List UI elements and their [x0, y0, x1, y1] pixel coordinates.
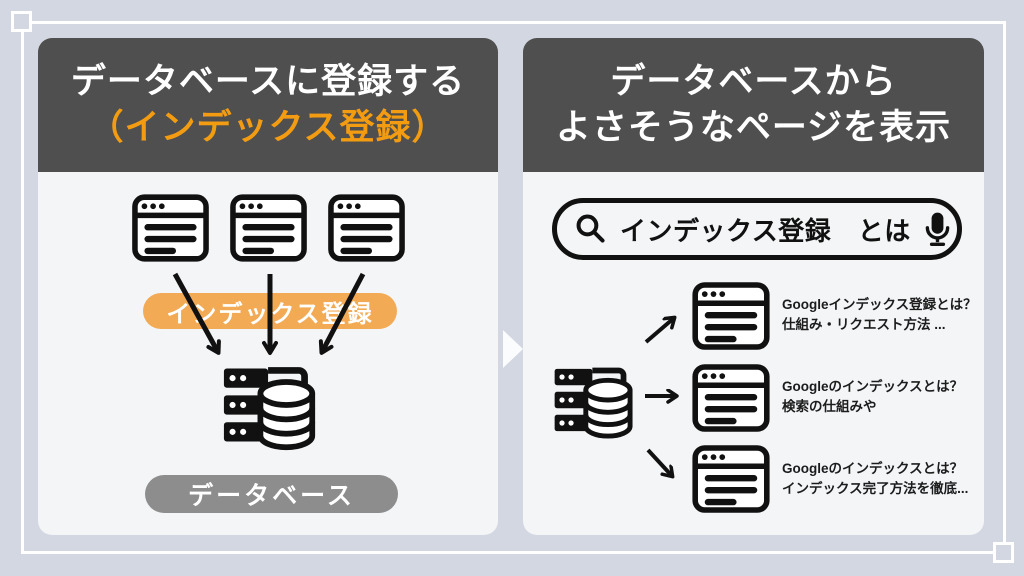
- result-2-line1: Googleのインデックスとは？: [782, 379, 964, 394]
- result-1-line2: 仕組み・リクエスト方法 ...: [782, 316, 946, 332]
- right-panel-title-line2: よさそうなページを表示: [555, 107, 952, 147]
- result-3-line1: Googleのインデックスとは？: [782, 461, 964, 476]
- result-1-line1: Googleインデックス登録とは？: [782, 297, 977, 312]
- left-panel-title-line1: データベースに登録する: [70, 62, 466, 101]
- microphone-icon: [925, 212, 950, 246]
- fan-out-arrows-icon: [644, 308, 693, 488]
- browser-window-icon: [688, 363, 774, 433]
- search-result-1-text: Googleインデックス登録とは？ 仕組み・リクエスト方法 ...: [782, 295, 980, 334]
- database-pill: データベース: [145, 475, 398, 513]
- browser-window-icon: [688, 281, 774, 351]
- database-server-icon: [222, 358, 318, 452]
- browser-window-icon: [131, 193, 210, 263]
- frame-corner-square-top-left: [11, 11, 32, 32]
- database-server-icon: [553, 360, 635, 440]
- left-panel-header: データベースに登録する （インデックス登録）: [38, 38, 498, 172]
- database-pill-label: データベース: [188, 482, 355, 510]
- right-triangle-icon: [503, 330, 523, 368]
- converging-down-arrows-icon: [172, 272, 366, 355]
- left-panel-title-line2: （インデックス登録）: [88, 107, 448, 147]
- left-panel-index-registration: データベースに登録する （インデックス登録） インデックス登録 データベース: [38, 38, 498, 535]
- browser-window-icon: [229, 193, 308, 263]
- browser-window-icon: [327, 193, 406, 263]
- result-3-line2: インデックス完了方法を徹底...: [782, 480, 969, 496]
- right-panel-search-results: データベースから よさそうなページを表示 インデックス登録 とは Googleイ…: [523, 38, 984, 535]
- search-icon: [576, 214, 605, 243]
- decorative-frame: [21, 21, 1006, 554]
- result-2-line2: 検索の仕組みや: [782, 398, 877, 414]
- right-panel-title-line1: データベースから: [610, 62, 897, 101]
- browser-window-icon: [688, 444, 774, 514]
- search-query-text: インデックス登録 とは: [620, 215, 911, 246]
- search-result-3-text: Googleのインデックスとは？ インデックス完了方法を徹底...: [782, 459, 980, 498]
- webpage-icons-row: [38, 193, 498, 263]
- frame-corner-square-bottom-right: [993, 542, 1014, 563]
- search-result-2-text: Googleのインデックスとは？ 検索の仕組みや: [782, 377, 980, 416]
- right-panel-header: データベースから よさそうなページを表示: [523, 38, 984, 172]
- search-bar: インデックス登録 とは: [552, 198, 962, 260]
